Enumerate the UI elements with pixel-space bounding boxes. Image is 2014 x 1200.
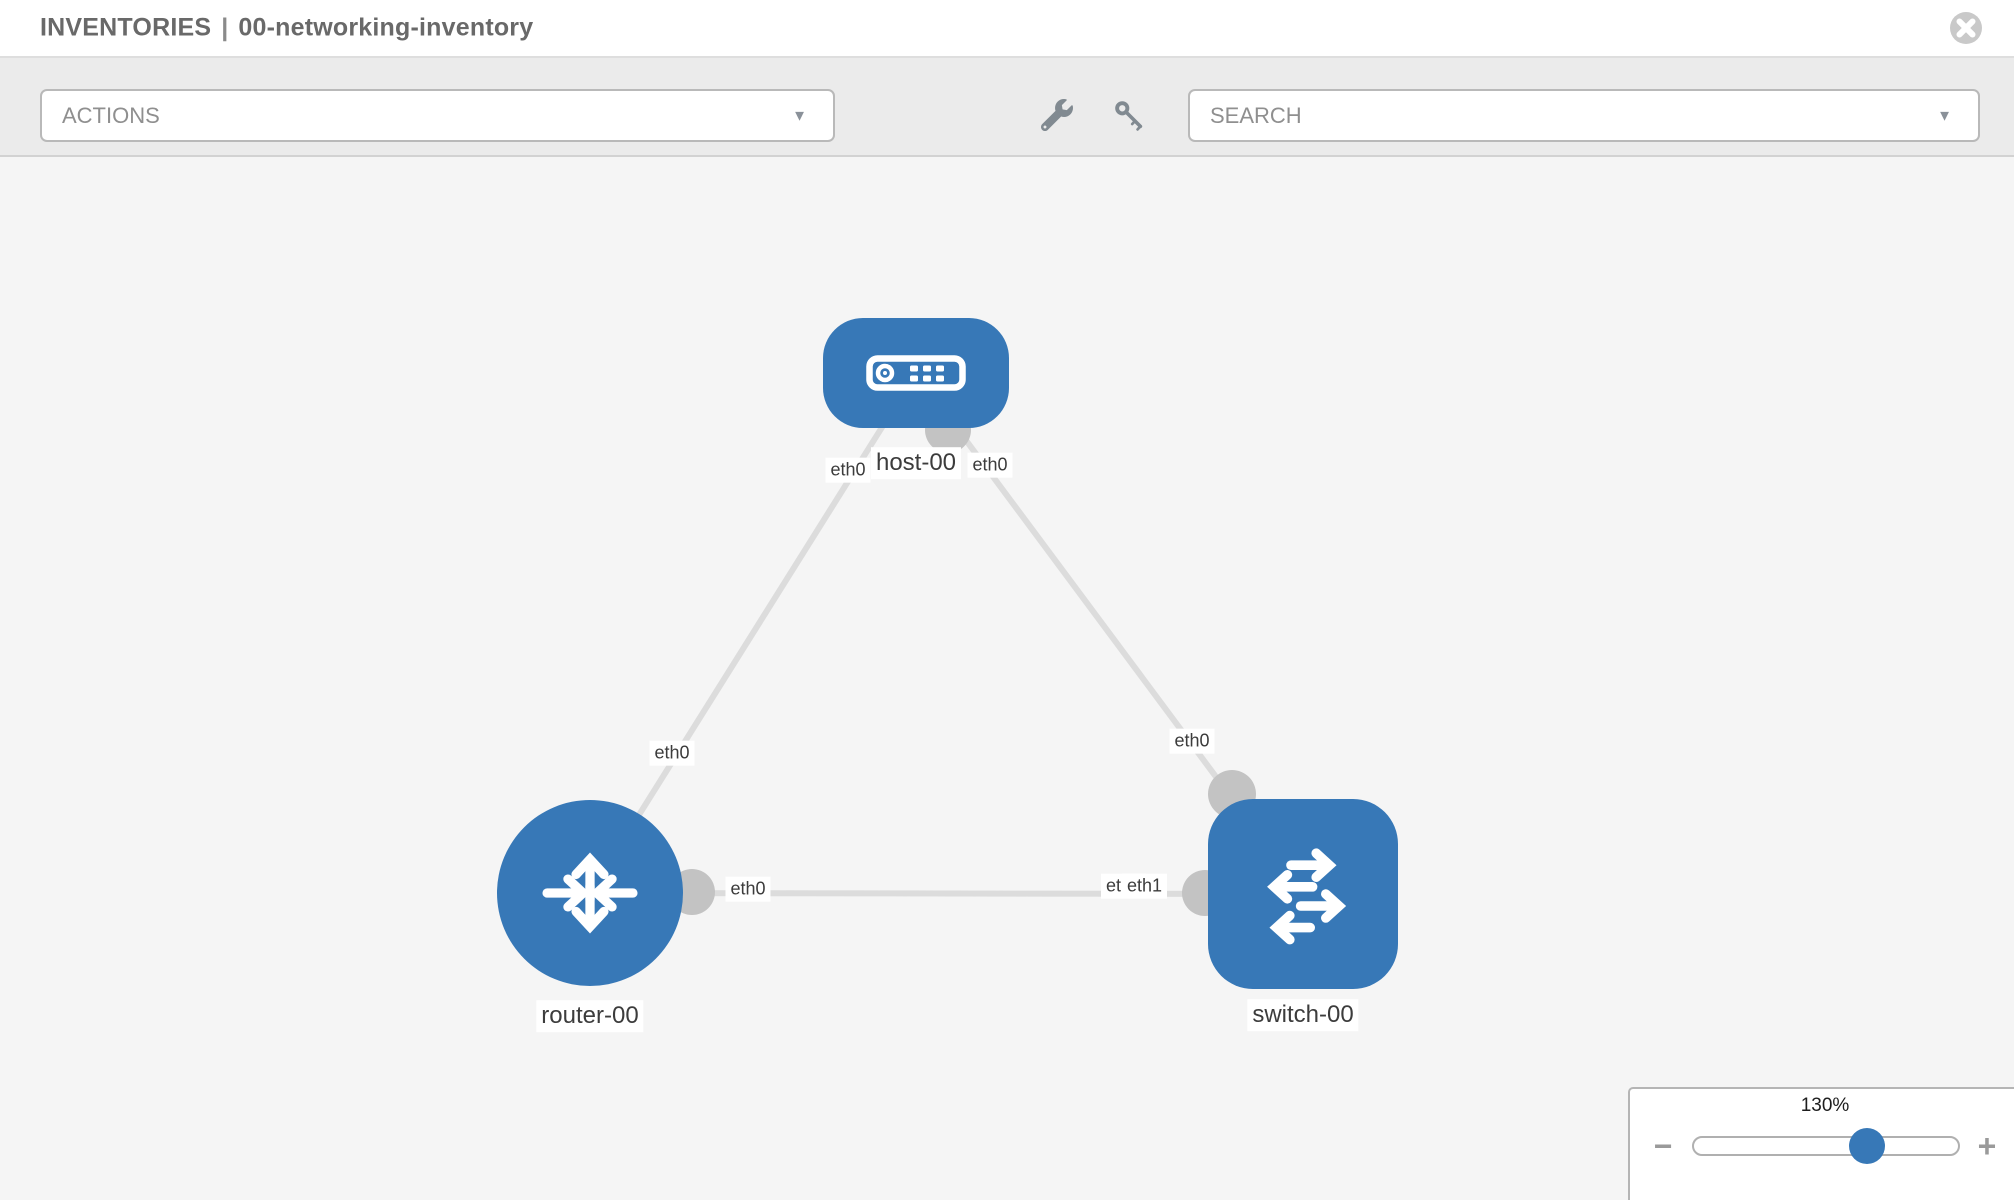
title-separator: | bbox=[221, 13, 229, 42]
zoom-slider[interactable] bbox=[1692, 1128, 1960, 1164]
interface-label-router-eth0: eth0 bbox=[725, 876, 771, 902]
host-icon bbox=[866, 355, 966, 391]
router-icon bbox=[542, 852, 638, 934]
actions-dropdown[interactable]: ACTIONS ▼ bbox=[40, 89, 835, 142]
page-title: INVENTORIES | 00-networking-inventory bbox=[40, 14, 533, 43]
zoom-panel: 130% − + bbox=[1628, 1087, 2014, 1200]
node-label-router-00: router-00 bbox=[536, 1000, 644, 1032]
topology-canvas[interactable]: host-00 router-00 switch-00 eth0 eth0 et… bbox=[0, 157, 2014, 1200]
chevron-down-icon: ▼ bbox=[792, 107, 807, 124]
configure-button[interactable] bbox=[1040, 98, 1074, 133]
header: INVENTORIES | 00-networking-inventory bbox=[0, 0, 2014, 58]
search-dropdown[interactable]: SEARCH ▼ bbox=[1188, 89, 1980, 142]
toolbar-icons bbox=[1040, 89, 1170, 142]
inventory-name: 00-networking-inventory bbox=[238, 13, 534, 42]
interface-label-switch-eth1: eth1 bbox=[1122, 873, 1168, 899]
topology-links bbox=[587, 371, 1306, 916]
interface-label-host-eth0-right: eth0 bbox=[967, 452, 1013, 478]
wrench-icon bbox=[1040, 98, 1073, 131]
toolbar: ACTIONS ▼ SEARCH ▼ bbox=[0, 58, 2014, 157]
zoom-in-button[interactable]: + bbox=[1967, 1128, 2007, 1164]
node-host-00[interactable] bbox=[823, 318, 1009, 428]
node-switch-00[interactable] bbox=[1208, 799, 1398, 989]
zoom-out-button[interactable]: − bbox=[1643, 1128, 1683, 1164]
chevron-down-icon: ▼ bbox=[1937, 107, 1952, 124]
switch-icon bbox=[1267, 848, 1347, 945]
node-label-host-00: host-00 bbox=[870, 447, 962, 479]
zoom-level: 130% bbox=[1800, 1095, 1850, 1116]
close-icon bbox=[1950, 12, 1982, 44]
key-icon bbox=[1115, 100, 1143, 131]
interface-label-router-eth0-uplink: eth0 bbox=[649, 740, 695, 766]
credentials-button[interactable] bbox=[1112, 99, 1146, 133]
breadcrumb-section: INVENTORIES bbox=[40, 13, 212, 42]
actions-dropdown-label: ACTIONS bbox=[62, 102, 160, 128]
interface-label-host-eth0-left: eth0 bbox=[825, 457, 871, 483]
node-label-switch-00: switch-00 bbox=[1247, 999, 1359, 1031]
search-label: SEARCH bbox=[1210, 102, 1302, 128]
close-button[interactable] bbox=[1948, 10, 1984, 46]
node-router-00[interactable] bbox=[497, 800, 683, 986]
interface-label-switch-eth0-uplink: eth0 bbox=[1169, 728, 1215, 754]
zoom-slider-handle[interactable] bbox=[1849, 1128, 1885, 1164]
